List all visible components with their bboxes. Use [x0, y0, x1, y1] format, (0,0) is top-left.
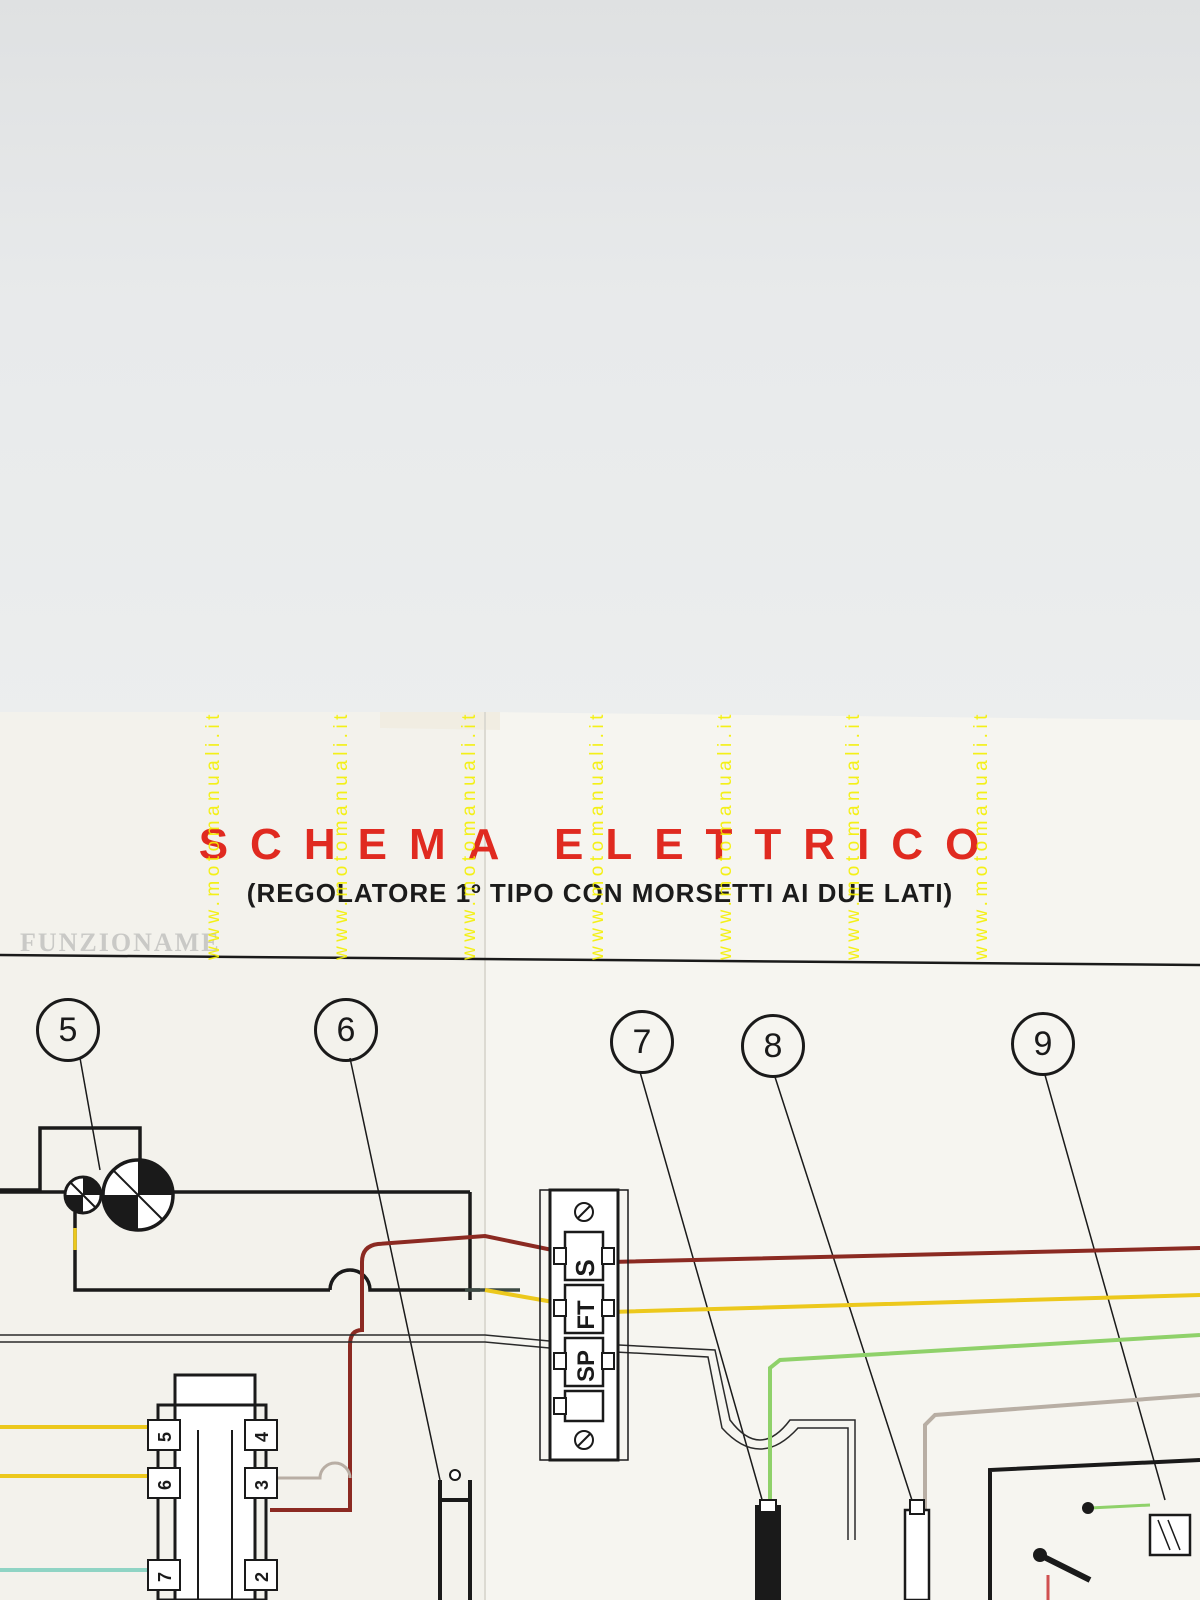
watermark: www.motomanuali.it [971, 710, 992, 960]
wiring-diagram: S FT SP 5 6 7 4 3 2 [0, 712, 1200, 1600]
watermark: www.motomanuali.it [331, 710, 352, 960]
watermark: www.motomanuali.it [715, 710, 736, 960]
left-page [0, 712, 485, 1600]
callout-8: 8 [741, 1014, 805, 1078]
callout-7: 7 [610, 1010, 674, 1074]
pin-label: 2 [252, 1572, 272, 1582]
terminal-label-ft: FT [573, 1300, 600, 1330]
connector-block [173, 1373, 257, 1600]
component-8 [903, 1508, 931, 1600]
terminal-label-s: S [570, 1259, 600, 1276]
pin-label: 3 [252, 1480, 272, 1490]
pin-label: 6 [155, 1480, 175, 1490]
green-wire [768, 1333, 1200, 1520]
header-rule [0, 953, 1200, 967]
watermark: www.motomanuali.it [587, 710, 608, 960]
pin-label: 7 [155, 1572, 175, 1582]
background-bleed-text: FUNZIONAME [20, 928, 221, 957]
red-wire [348, 1233, 1200, 1480]
diagram-title: SCHEMA ELETTRICO [198, 820, 1002, 869]
diagram-sheet: S FT SP 5 6 7 4 3 2 [0, 705, 1200, 1600]
watermark: www.motomanuali.it [203, 710, 224, 960]
callout-9: 9 [1011, 1012, 1075, 1076]
watermark: www.motomanuali.it [459, 710, 480, 960]
pin-label: 4 [252, 1432, 272, 1442]
component-7 [755, 1505, 781, 1600]
callout-5: 5 [36, 998, 100, 1062]
watermark: www.motomanuali.it [843, 710, 864, 960]
callout-6: 6 [314, 998, 378, 1062]
pin-label: 5 [155, 1432, 175, 1442]
background-surface [0, 0, 1200, 760]
terminal-label-sp: SP [573, 1350, 600, 1382]
diagram-subtitle: (REGOLATORE 1º TIPO CON MORSETTI AI DUE … [246, 878, 954, 908]
right-page [485, 712, 1200, 1600]
